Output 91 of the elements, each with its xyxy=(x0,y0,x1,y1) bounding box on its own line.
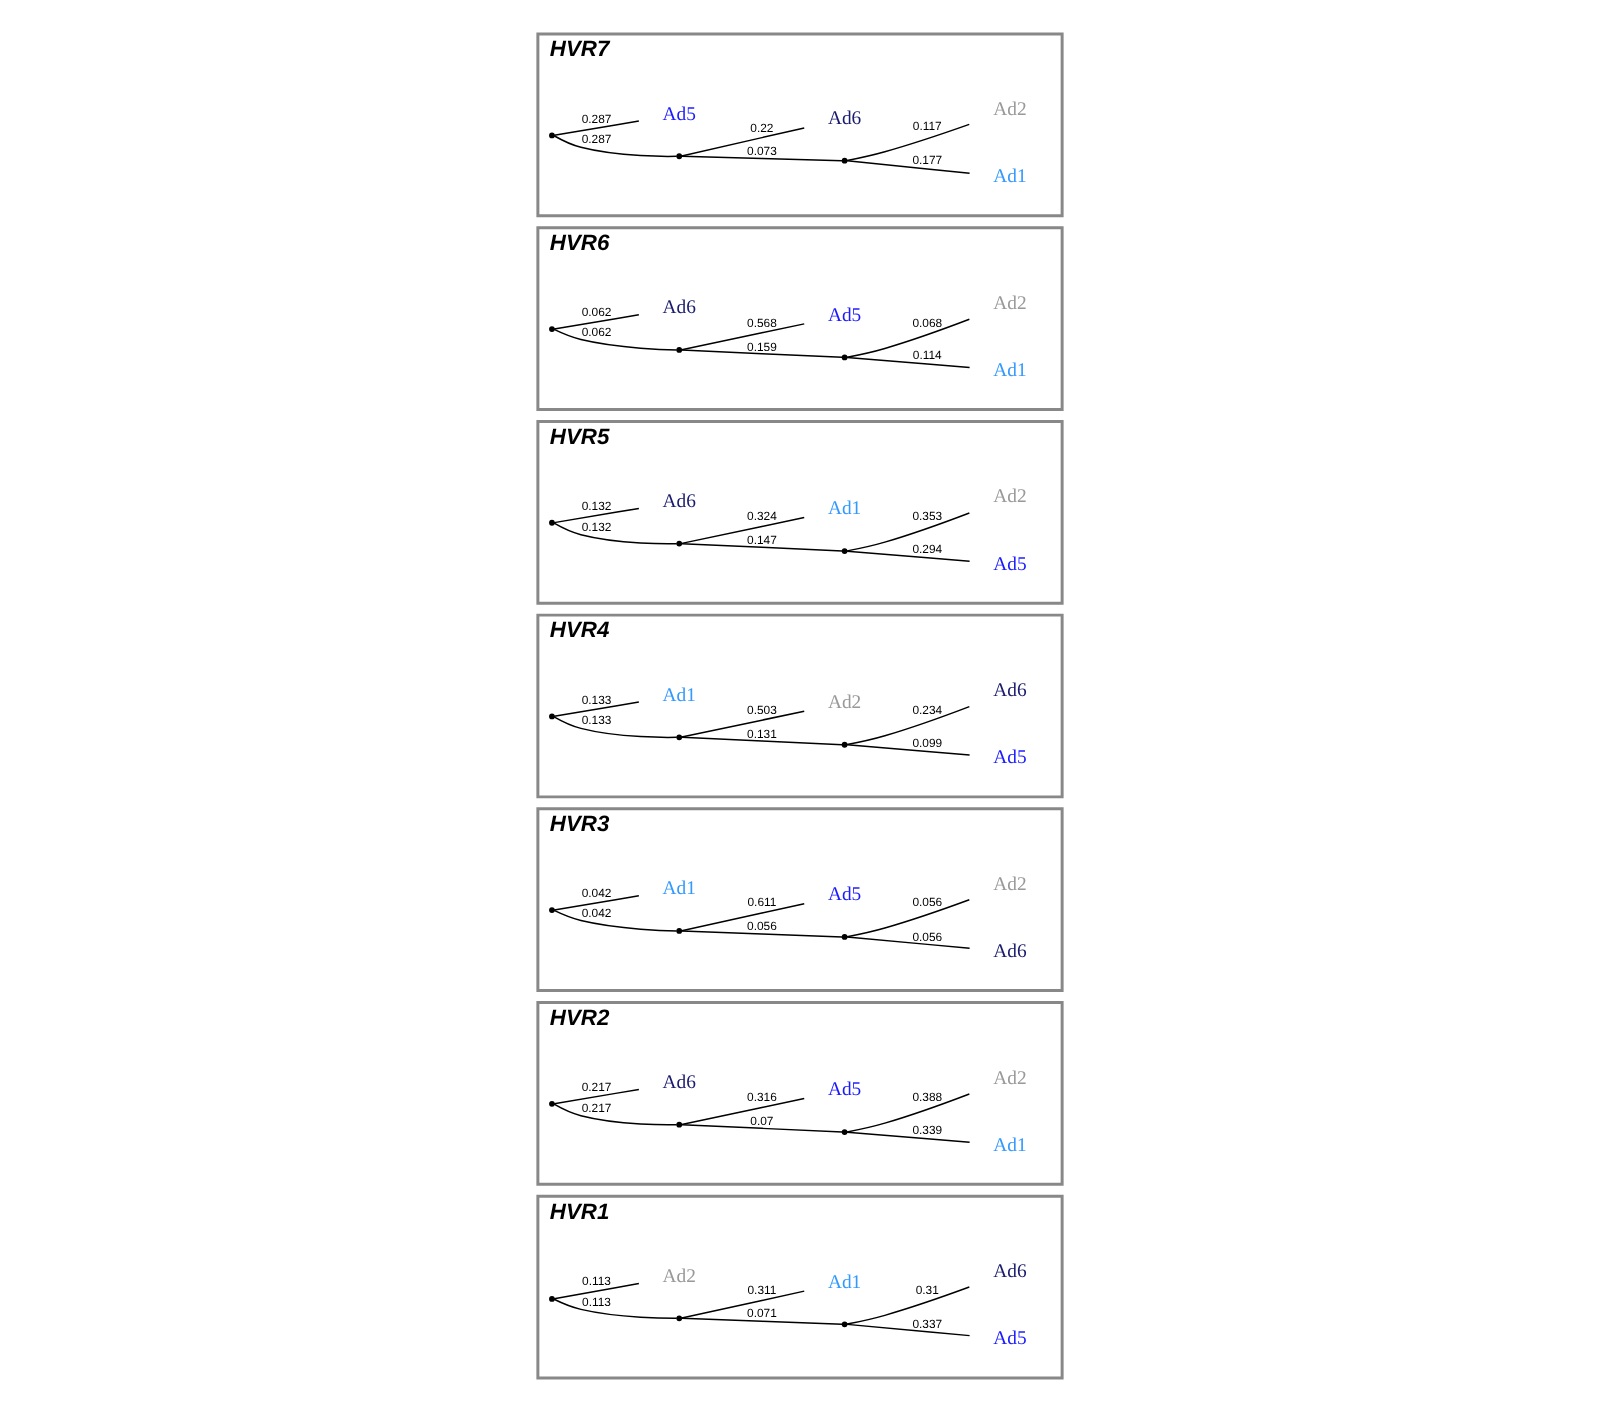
connector xyxy=(553,909,678,932)
node-text: Ad1 xyxy=(662,878,696,901)
connector xyxy=(553,716,678,739)
connector xyxy=(681,930,843,938)
connector xyxy=(846,356,971,369)
node-point xyxy=(676,1315,683,1322)
node-point xyxy=(549,326,555,332)
connector xyxy=(846,705,971,746)
node-text: Ad1 xyxy=(827,1271,862,1294)
node-text: Ad6 xyxy=(993,680,1027,703)
connector xyxy=(681,1123,843,1133)
node-point xyxy=(676,1121,683,1128)
connector xyxy=(846,1131,971,1144)
connector xyxy=(681,127,805,157)
node-point xyxy=(841,934,848,940)
node-text: Ad5 xyxy=(993,747,1027,770)
node-point xyxy=(841,354,848,361)
connector xyxy=(681,903,805,932)
node-point xyxy=(549,1296,555,1302)
connector xyxy=(681,542,843,552)
connector xyxy=(846,123,970,162)
node-text: Ad5 xyxy=(827,304,862,327)
connector xyxy=(846,318,971,358)
node-text: Ad5 xyxy=(827,1079,862,1102)
connector xyxy=(553,120,640,136)
connector xyxy=(553,1298,678,1320)
node-point xyxy=(549,713,555,720)
node-text: Ad2 xyxy=(993,486,1027,509)
node-text: Ad1 xyxy=(662,684,696,707)
connector xyxy=(553,314,640,330)
node-point xyxy=(549,132,555,139)
node-point xyxy=(676,540,683,547)
connector xyxy=(846,1323,971,1337)
connector xyxy=(846,512,971,552)
node-text: Ad6 xyxy=(993,940,1027,963)
connector xyxy=(846,1093,971,1133)
node-text: Ad2 xyxy=(993,292,1027,315)
node-point xyxy=(549,519,555,526)
node-text: Ad5 xyxy=(993,1328,1027,1351)
connector xyxy=(846,1286,971,1325)
node-point xyxy=(676,928,683,934)
node-text: Ad2 xyxy=(993,873,1027,896)
connector xyxy=(553,522,678,545)
connector xyxy=(553,1088,640,1105)
connector xyxy=(681,349,843,359)
node-text: Ad2 xyxy=(827,692,862,715)
connector xyxy=(553,1103,678,1126)
node-text: Ad6 xyxy=(827,108,862,131)
node-point xyxy=(549,907,555,913)
connector xyxy=(846,550,971,562)
connector xyxy=(681,516,805,545)
connector xyxy=(846,898,971,938)
node-point xyxy=(676,347,683,353)
node-text: Ad5 xyxy=(827,884,862,907)
node-point xyxy=(841,741,848,748)
connector xyxy=(553,135,678,158)
node-text: Ad6 xyxy=(662,297,696,320)
connector xyxy=(846,160,971,174)
connector xyxy=(681,155,843,162)
node-point xyxy=(841,1321,848,1328)
node-text: Ad6 xyxy=(662,1071,696,1094)
connector xyxy=(846,744,971,756)
node-text: Ad2 xyxy=(993,1067,1027,1090)
node-text: Ad1 xyxy=(993,359,1027,382)
connector xyxy=(553,1282,640,1300)
connector xyxy=(846,936,971,949)
connector xyxy=(553,328,678,351)
node-text: Ad1 xyxy=(993,166,1027,189)
node-text: Ad6 xyxy=(993,1261,1027,1284)
connector xyxy=(681,1097,805,1126)
connector xyxy=(681,1317,843,1325)
node-text: Ad1 xyxy=(827,498,862,521)
node-text: Ad1 xyxy=(993,1134,1027,1157)
connector xyxy=(681,1290,805,1319)
node-text: Ad2 xyxy=(993,99,1027,122)
connector xyxy=(681,710,805,738)
node-point xyxy=(676,734,683,741)
node-text: Ad5 xyxy=(662,103,696,126)
node-text: Ad5 xyxy=(993,553,1027,576)
connector xyxy=(553,701,640,718)
node-text: Ad6 xyxy=(662,490,696,513)
connector xyxy=(681,323,805,351)
node-point xyxy=(841,1129,848,1135)
node-point xyxy=(841,157,848,164)
node-point xyxy=(676,153,683,160)
node-point xyxy=(841,548,848,554)
connector xyxy=(553,895,640,911)
node-point xyxy=(549,1100,555,1107)
connector xyxy=(681,736,843,746)
connector xyxy=(553,507,640,524)
node-text: Ad2 xyxy=(662,1265,696,1288)
